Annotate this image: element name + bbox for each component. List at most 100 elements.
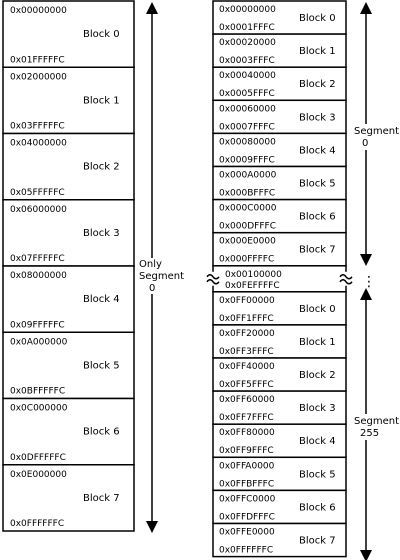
segment-0-block-label: Block 6	[299, 212, 336, 223]
left-segment-label-line2: Segment	[139, 271, 184, 282]
segment-0-block-end-address: 0x000BFFFC	[219, 189, 275, 199]
segment-0-block-start-address: 0x000C0000	[219, 204, 277, 214]
segment-255-block-start-address: 0x0FF40000	[219, 362, 275, 372]
segment-0-block-label: Block 7	[299, 245, 336, 256]
segment-255-block-end-address: 0x0FF5FFFC	[219, 380, 274, 390]
left-block-box	[2, 331, 135, 400]
segments-ellipsis: ⋮	[362, 274, 376, 290]
left-block-end-address: 0x0DFFFFFC	[10, 453, 66, 463]
segment-0-block-start-address: 0x00080000	[219, 137, 276, 147]
segment-255-block-start-address: 0x0FFC0000	[219, 494, 276, 504]
left-block-box	[2, 199, 135, 267]
segment-0-block-label: Block 2	[299, 79, 336, 90]
gap-end-address: 0x0FEFFFFC	[225, 281, 280, 291]
left-block-start-address: 0x04000000	[10, 139, 67, 149]
segment-255-block-end-address: 0x0FF1FFFC	[219, 314, 274, 324]
segment-0-block-start-address: 0x000A0000	[219, 171, 277, 181]
segment-0-label-line2: 0	[362, 138, 368, 149]
segment-255-block-start-address: 0x0FFE0000	[219, 528, 275, 538]
left-block-end-address: 0x07FFFFFC	[10, 254, 65, 264]
left-block-start-address: 0x0A000000	[10, 337, 68, 347]
left-block-start-address: 0x00000000	[10, 6, 67, 16]
segment-255-block-box	[212, 423, 347, 459]
segment-0-block-box	[212, 33, 347, 68]
left-block-start-address: 0x0C000000	[10, 404, 68, 414]
segment-0-block-box	[212, 66, 347, 102]
segment-255-block-end-address: 0x0FF9FFFC	[219, 446, 274, 456]
segment-0-block-start-address: 0x00000000	[219, 5, 276, 15]
left-block-end-address: 0x09FFFFFC	[10, 320, 65, 330]
segment-0-label-line1: Segment	[354, 126, 399, 137]
segment-255-label-line2: 255	[360, 428, 379, 439]
segment-255-block-start-address: 0x0FF80000	[219, 428, 275, 438]
segment-255-block-start-address: 0x0FF60000	[219, 395, 275, 405]
segment-255-block-label: Block 3	[299, 403, 336, 414]
segment-255-block-label: Block 1	[299, 337, 336, 348]
left-segment-label-line3: 0	[149, 283, 155, 294]
left-block-box	[2, 132, 135, 201]
left-block-label: Block 1	[83, 95, 120, 106]
segment-255-block-start-address: 0x0FF00000	[219, 296, 275, 306]
segment-255-block-end-address: 0x0FFBFFFC	[219, 479, 274, 489]
segment-0-block-end-address: 0x000FFFFC	[219, 255, 274, 265]
segment-0-block-start-address: 0x00020000	[219, 38, 276, 48]
segment-255-block-end-address: 0x0FFFFFFC	[219, 546, 273, 556]
segment-0-block-box	[212, 99, 347, 135]
segment-255-block-label: Block 5	[299, 469, 336, 480]
left-segment-label-line1: Only	[139, 259, 162, 270]
left-block-start-address: 0x06000000	[10, 205, 67, 215]
left-block-start-address: 0x08000000	[10, 271, 67, 281]
segment-0-block-label: Block 1	[299, 46, 336, 57]
segment-255-block-start-address: 0x0FF20000	[219, 329, 275, 339]
break-mark	[339, 279, 353, 285]
segment-0-block-label: Block 3	[299, 112, 336, 123]
left-block-end-address: 0x01FFFFFC	[10, 55, 65, 65]
segment-255-block-label: Block 0	[299, 304, 336, 315]
segment-0-block-end-address: 0x0009FFFC	[219, 155, 275, 165]
segment-0-block-start-address: 0x00040000	[219, 71, 276, 81]
left-block-start-address: 0x0E000000	[10, 470, 67, 480]
left-block-start-address: 0x02000000	[10, 72, 67, 82]
segment-255-block-end-address: 0x0FF7FFFC	[219, 413, 274, 423]
left-block-label: Block 5	[83, 360, 120, 371]
segment-0-block-box	[212, 0, 347, 35]
segment-0-block-start-address: 0x000E0000	[219, 237, 276, 247]
segment-0-block-box	[212, 198, 347, 234]
segment-0-block-label: Block 4	[299, 145, 336, 156]
left-block-label: Block 0	[83, 29, 120, 40]
segment-255-block-box	[212, 522, 347, 558]
segment-255-block-label: Block 2	[299, 370, 336, 381]
left-block-end-address: 0x0FFFFFFC	[10, 519, 64, 529]
left-block-label: Block 7	[83, 493, 120, 504]
segment-255-block-end-address: 0x0FFDFFFC	[219, 512, 275, 522]
segment-0-block-start-address: 0x00060000	[219, 104, 276, 114]
segment-0-block-end-address: 0x0001FFFC	[219, 23, 275, 33]
segment-255-block-start-address: 0x0FFA0000	[219, 461, 275, 471]
segment-255-label-line1: Segment	[354, 416, 399, 427]
segment-0-block-end-address: 0x000DFFFC	[219, 222, 276, 232]
left-block-label: Block 3	[83, 228, 120, 239]
left-block-end-address: 0x03FFFFFC	[10, 122, 65, 132]
